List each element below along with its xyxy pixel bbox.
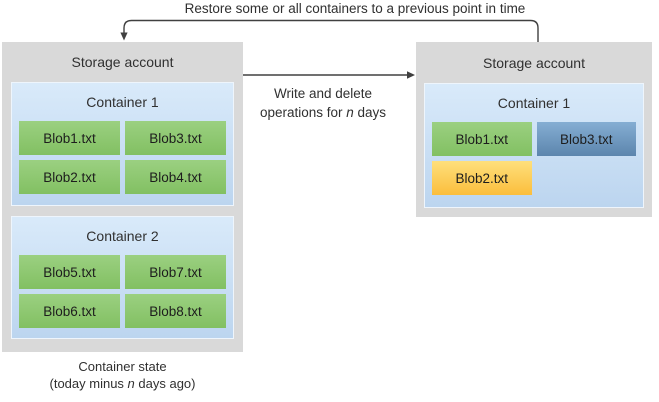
blob-empty-slot xyxy=(537,161,637,195)
container-1-right-title: Container 1 xyxy=(497,95,571,111)
container-1-left-blob-grid: Blob1.txt Blob3.txt Blob2.txt Blob4.txt xyxy=(12,121,233,194)
caption-line2-suffix: days ago) xyxy=(134,375,196,391)
blob-blob6-left: Blob6.txt xyxy=(19,294,120,328)
storage-account-right: Storage account Container 1 Blob1.txt Bl… xyxy=(416,42,652,217)
blob-blob3-right: Blob3.txt xyxy=(536,122,636,156)
restore-label: Restore some or all containers to a prev… xyxy=(184,1,526,16)
write-delete-arrowhead-icon xyxy=(407,71,415,79)
blob-blob5-left: Blob5.txt xyxy=(19,255,120,289)
write-delete-line2-prefix: operations for xyxy=(259,105,347,120)
container-1-left: Container 1 Blob1.txt Blob3.txt Blob2.tx… xyxy=(11,82,234,206)
container-2-left-title: Container 2 xyxy=(86,228,159,244)
blob-blob7-left: Blob7.txt xyxy=(125,255,226,289)
write-delete-line2-n: n xyxy=(346,105,354,120)
write-delete-label-line2: operations for n days xyxy=(238,103,408,122)
blob-blob2-right: Blob2.txt xyxy=(432,161,532,195)
blob-blob2-left: Blob2.txt xyxy=(19,160,120,194)
caption-line1: Container state xyxy=(78,359,167,374)
container-state-caption: Container state (today minus n days ago) xyxy=(2,359,243,392)
storage-account-left: Storage account Container 1 Blob1.txt Bl… xyxy=(2,42,243,352)
caption-line2: (today minus n days ago) xyxy=(2,376,243,393)
blob-blob8-left: Blob8.txt xyxy=(125,294,226,328)
caption-line2-prefix: (today minus xyxy=(49,375,128,391)
restore-arrowhead-icon xyxy=(120,32,128,41)
storage-account-left-title: Storage account xyxy=(71,54,174,70)
container-1-right-blob-grid: Blob1.txt Blob3.txt Blob2.txt xyxy=(425,122,643,195)
restore-arrow-line xyxy=(123,19,539,42)
blob-blob1-right: Blob1.txt xyxy=(432,122,532,156)
write-delete-label-line1: Write and delete xyxy=(273,86,373,101)
blob-blob3-left: Blob3.txt xyxy=(125,121,226,155)
blob-blob1-left: Blob1.txt xyxy=(19,121,120,155)
container-1-left-title: Container 1 xyxy=(86,94,159,110)
container-1-right: Container 1 Blob1.txt Blob3.txt Blob2.tx… xyxy=(424,83,644,208)
storage-account-right-title: Storage account xyxy=(483,54,585,71)
caption-line2-n: n xyxy=(127,375,135,391)
write-delete-line2-suffix: days xyxy=(353,105,387,120)
container-2-left: Container 2 Blob5.txt Blob7.txt Blob6.tx… xyxy=(11,216,234,339)
write-delete-label: Write and delete operations for n days xyxy=(238,84,408,122)
container-2-left-blob-grid: Blob5.txt Blob7.txt Blob6.txt Blob8.txt xyxy=(12,255,233,328)
blob-blob4-left: Blob4.txt xyxy=(125,160,226,194)
